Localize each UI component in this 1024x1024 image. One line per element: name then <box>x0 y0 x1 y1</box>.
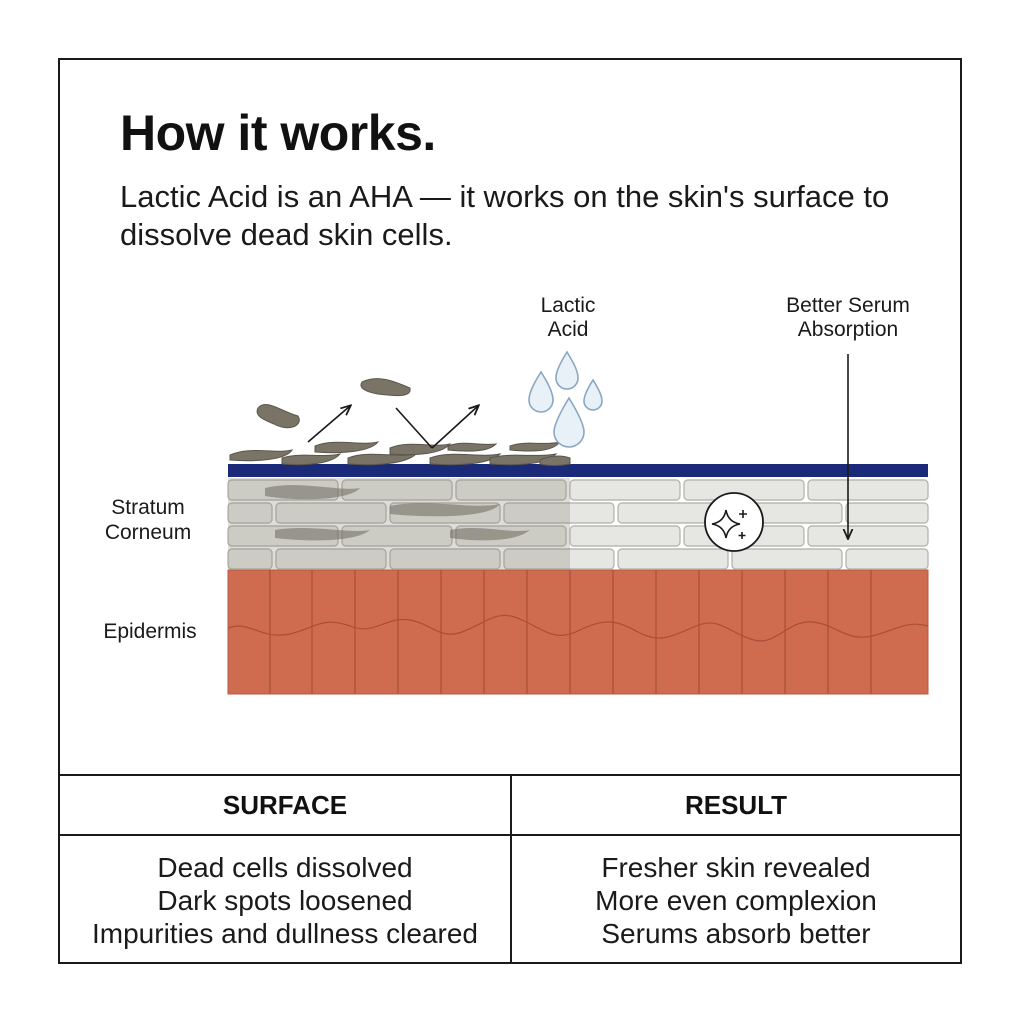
dead-cell-flake-icon <box>256 378 411 429</box>
stratum-corneum-label-line1: Stratum <box>111 496 185 519</box>
how-it-works-card: How it works. Lactic Acid is an AHA — it… <box>58 58 962 964</box>
page-title: How it works. <box>120 105 436 161</box>
stratum-corneum-label-line2: Corneum <box>105 521 191 544</box>
droplet-icon <box>528 350 603 448</box>
result-item: More even complexion <box>595 884 877 916</box>
result-item: Fresher skin revealed <box>601 851 871 883</box>
skin-layer-diagram: Lactic Acid Better Serum Absorption Stra… <box>103 294 929 695</box>
surface-item: Impurities and dullness cleared <box>92 917 478 949</box>
dead-cell-flakes <box>229 441 571 466</box>
result-header: RESULT <box>512 776 960 836</box>
epidermis-layer <box>227 569 929 695</box>
serum-label-line2: Absorption <box>798 318 898 341</box>
embedded-dead-cells <box>265 485 530 541</box>
lactic-acid-label-line2: Acid <box>548 318 589 341</box>
page-subtitle: Lactic Acid is an AHA — it works on the … <box>120 179 890 252</box>
epidermis-label: Epidermis <box>103 620 196 643</box>
skin-surface-line <box>228 464 928 477</box>
surface-list: Dead cells dissolved Dark spots loosened… <box>60 836 512 964</box>
surface-item: Dark spots loosened <box>157 884 413 916</box>
arrow-up-right-icon <box>307 406 478 449</box>
result-item: Serums absorb better <box>601 917 871 949</box>
surface-header: SURFACE <box>60 776 512 836</box>
sparkle-icon <box>704 492 764 552</box>
result-list: Fresher skin revealed More even complexi… <box>512 836 960 964</box>
surface-item: Dead cells dissolved <box>157 851 413 883</box>
lactic-acid-label-line1: Lactic <box>541 294 596 317</box>
benefits-table: SURFACE RESULT Dead cells dissolved Dark… <box>60 774 960 964</box>
serum-label-line1: Better Serum <box>786 294 910 317</box>
